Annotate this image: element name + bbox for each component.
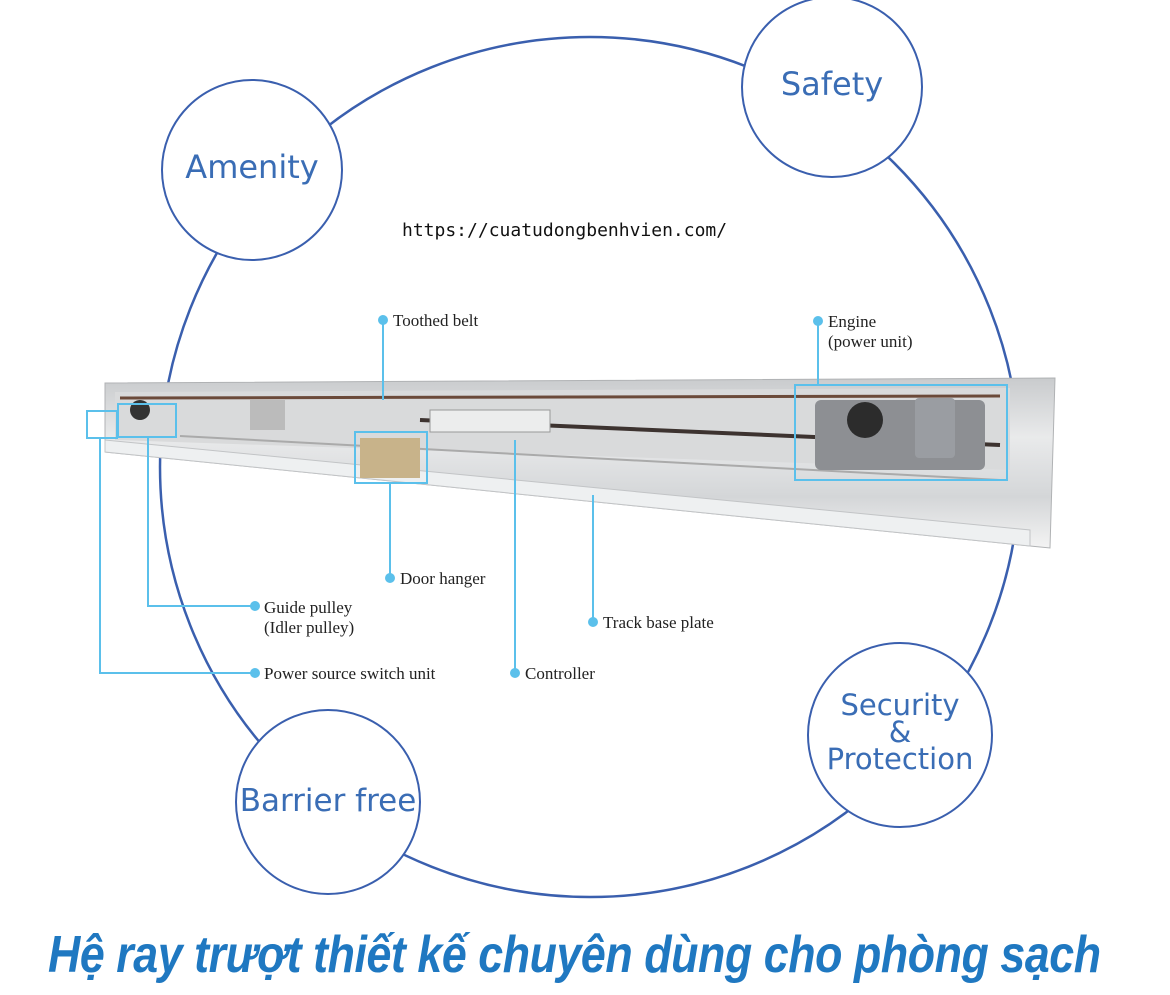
protection-line: Protection [826,742,974,776]
dot [250,601,260,611]
amenity-circle [161,79,343,261]
engine-line1: Engine [828,312,877,331]
safety-circle [741,0,923,178]
guide-pulley-line1: Guide pulley [264,598,353,617]
website-url: https://cuatudongbenhvien.com/ [402,220,728,241]
barrier-free-label: Barrier free [239,783,417,819]
controller-label: Controller [525,664,595,683]
barrier-free-circle [235,709,421,895]
dot [588,617,598,627]
track-base-plate-label: Track base plate [603,613,714,632]
power-switch-label: Power source switch unit [264,664,436,683]
page-title: Hệ ray trượt thiết kế chuyên dùng cho ph… [48,926,1101,984]
door-hanger-label: Door hanger [400,569,486,588]
guide-pulley-leader [147,437,255,607]
power-switch-highlight [86,410,118,439]
engine-label: Engine (power unit) [828,312,913,352]
toothed-belt-label: Toothed belt [393,311,479,330]
track-rail [104,377,1056,549]
dot [250,668,260,678]
dot [510,668,520,678]
power-switch-leader [99,438,255,674]
dot [813,316,823,326]
guide-pulley-line2: (Idler pulley) [264,618,355,637]
engine-line2: (power unit) [828,332,913,351]
security-circle [807,642,993,828]
guide-pulley-label: Guide pulley (Idler pulley) [264,598,354,638]
safety-label: Safety [780,65,884,103]
dot [385,573,395,583]
engine-highlight [794,384,1008,481]
dot [378,315,388,325]
ampersand: & [888,715,912,749]
security-line: Security [840,688,960,722]
amenity-label: Amenity [185,148,319,186]
security-label: Security & Protection [808,688,992,776]
